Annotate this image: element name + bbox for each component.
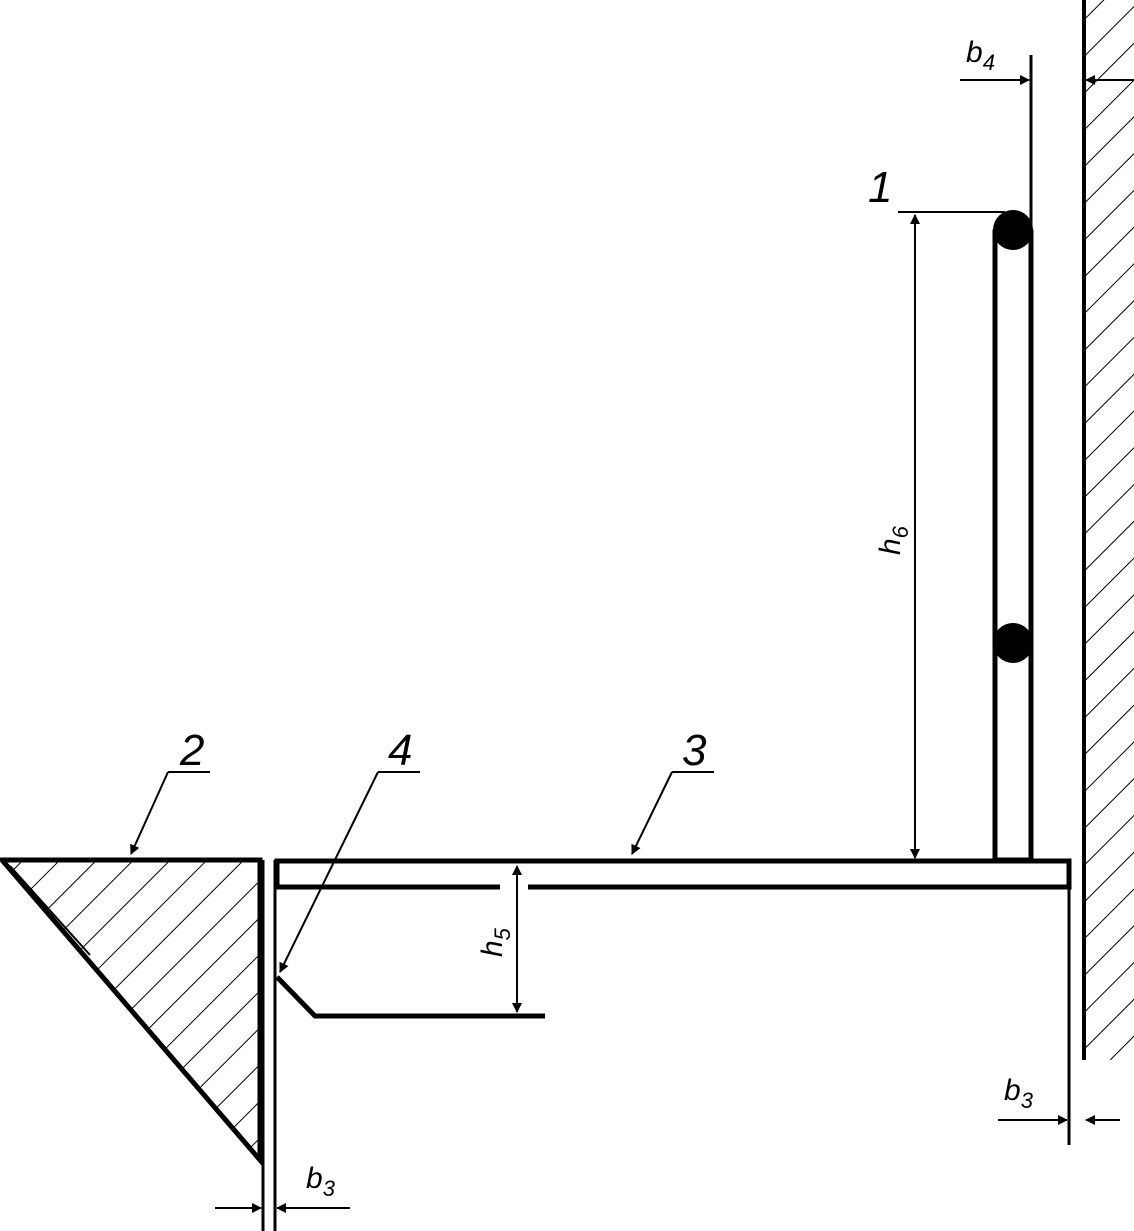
callout-4: 4	[279, 726, 420, 973]
dimension-h5: h5	[476, 865, 522, 1013]
mid-rail-ball	[993, 623, 1033, 663]
b3-right-sub: 3	[1021, 1088, 1034, 1113]
callout-2: 2	[130, 726, 210, 855]
callout-1: 1	[868, 163, 892, 212]
left-plate	[261, 860, 277, 1231]
right-wall	[1082, 0, 1134, 1060]
h6-main: h	[874, 538, 907, 555]
dimension-b3-right: b3	[998, 1074, 1120, 1125]
b3-left-sub: 3	[323, 1176, 336, 1201]
b4-sub: 4	[983, 50, 995, 75]
deck-plank	[274, 858, 1072, 892]
svg-text:b3: b3	[1004, 1074, 1034, 1113]
dimension-b4: b4	[960, 36, 1134, 85]
dimension-b3-left: b3	[215, 1162, 350, 1213]
svg-text:b4: b4	[966, 36, 995, 75]
svg-text:h6: h6	[874, 525, 913, 555]
top-rail-ball	[993, 210, 1033, 250]
callout-4-label: 4	[388, 726, 412, 775]
callout-1-label: 1	[868, 163, 892, 212]
callout-3: 3	[631, 726, 714, 855]
guard-rail	[992, 55, 1034, 863]
b3-left-main: b	[306, 1162, 323, 1195]
h5-sub: 5	[490, 927, 515, 940]
svg-text:h5: h5	[476, 927, 515, 957]
b4-main: b	[966, 36, 983, 69]
h5-main: h	[476, 940, 509, 957]
callout-3-label: 3	[682, 726, 707, 775]
svg-text:b3: b3	[306, 1162, 336, 1201]
toe-board	[275, 975, 545, 1019]
h6-sub: 6	[888, 525, 913, 538]
callout-2-label: 2	[179, 726, 204, 775]
left-embankment	[0, 857, 263, 1167]
b3-right-main: b	[1004, 1074, 1021, 1107]
dimension-h6: h6	[874, 211, 1005, 859]
